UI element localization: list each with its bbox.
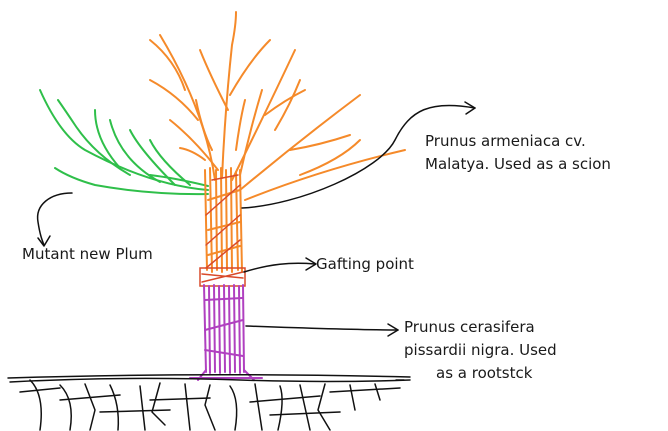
scion-label-line2: Malatya. Used as a scion [425, 154, 611, 174]
scion-label-line1: Prunus armeniaca cv. [425, 131, 611, 151]
scion-branches [150, 12, 405, 200]
rootstock-label-line1: Prunus cerasifera [404, 317, 557, 337]
mutant-plum-branch [40, 90, 208, 194]
graft-arrow [244, 263, 315, 272]
rootstock-label-line2: pissardii nigra. Used [404, 340, 557, 360]
rootstock-arrow [246, 326, 398, 330]
mutant-label: Mutant new Plum [22, 244, 153, 264]
graft-label: Gafting point [316, 254, 414, 274]
ground [8, 375, 410, 430]
mutant-arrow [38, 193, 72, 245]
rootstock-label: Prunus cerasifera pissardii nigra. Used … [404, 317, 557, 383]
rootstock-label-line3: as a rootstck [404, 363, 557, 383]
rootstock-trunk [190, 285, 262, 380]
scion-trunk [205, 168, 242, 272]
scion-label: Prunus armeniaca cv. Malatya. Used as a … [425, 131, 611, 174]
